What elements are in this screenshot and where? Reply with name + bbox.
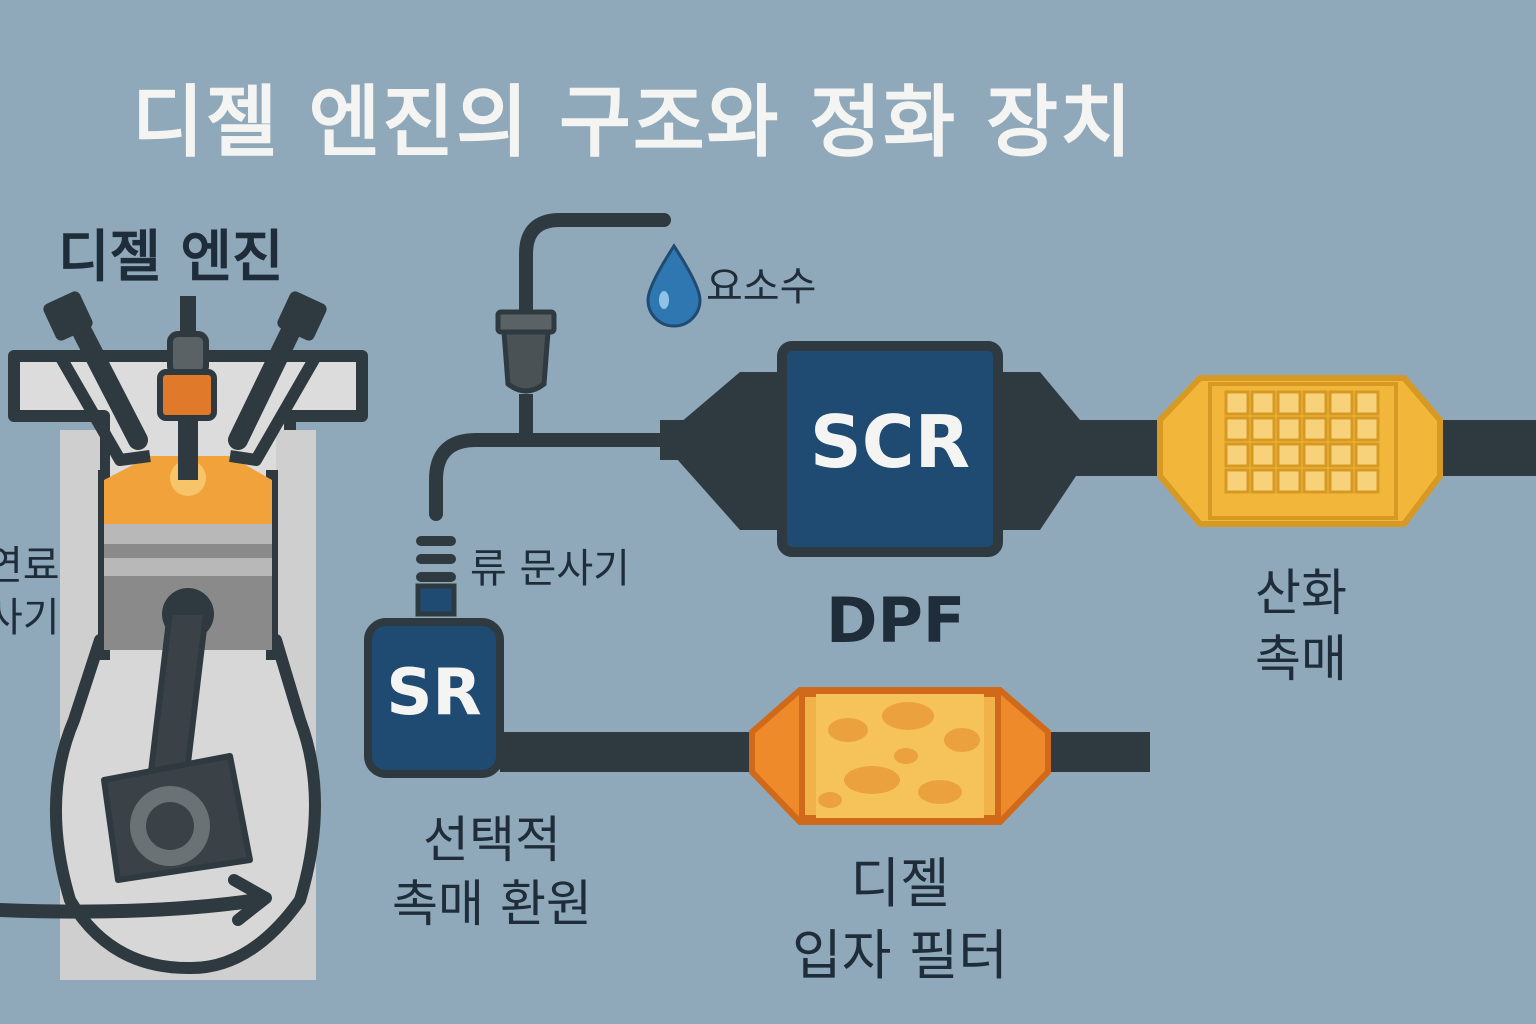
dpf-label: DPF: [826, 584, 966, 657]
oxidation-catalyst-line2: 촉매: [1255, 630, 1347, 688]
urea-supply-line: [429, 213, 671, 521]
oxidation-catalyst-label: 산화 촉매: [1236, 560, 1366, 692]
selective-catalytic-reduction-label: 선택적 촉매 환원: [372, 808, 612, 936]
dpf-desc-line2: 입자 필터: [792, 924, 1008, 987]
diesel-engine-illustration: [0, 291, 368, 980]
page-title: 디젤 엔진의 구조와 정화 장치: [132, 78, 1134, 168]
scr-desc-line1: 선택적: [423, 811, 561, 869]
intake-valve: [43, 291, 148, 450]
urea-label: 요소수: [706, 264, 817, 310]
scr-outlet-cone: [990, 372, 1080, 530]
scr-box-label: SCR: [809, 400, 971, 484]
sr-catalyst-box: [364, 618, 504, 778]
oxidation-catalyst-line1: 산화: [1255, 564, 1347, 622]
fuel-label-line1: 연료: [0, 543, 60, 589]
oxidation-catalyst: [1157, 375, 1443, 527]
rotation-arrow-icon: [0, 874, 272, 926]
scr-desc-line2: 촉매 환원: [392, 875, 592, 933]
exhaust-valve: [228, 291, 327, 450]
sr-box-label: SR: [386, 656, 482, 730]
fuel-injector-label: 연료 사기: [0, 540, 60, 644]
diesel-particulate-filter: [749, 687, 1051, 825]
engine-title: 디젤 엔진: [58, 225, 284, 290]
dpf-desc-line1: 디젤: [850, 852, 950, 915]
scr-inlet-cone: [660, 372, 790, 530]
fuel-injector: [157, 296, 217, 480]
urea-injector-label: 류 문사기: [470, 546, 630, 592]
scr-catalyst-box: [777, 341, 1003, 557]
diesel-particulate-filter-label: 디젤 입자 필터: [740, 848, 1060, 992]
urea-droplet-icon: [646, 243, 702, 328]
fuel-label-line2: 사기: [0, 595, 60, 641]
urea-injector-nozzle: [415, 536, 457, 617]
crankshaft: [101, 753, 253, 883]
